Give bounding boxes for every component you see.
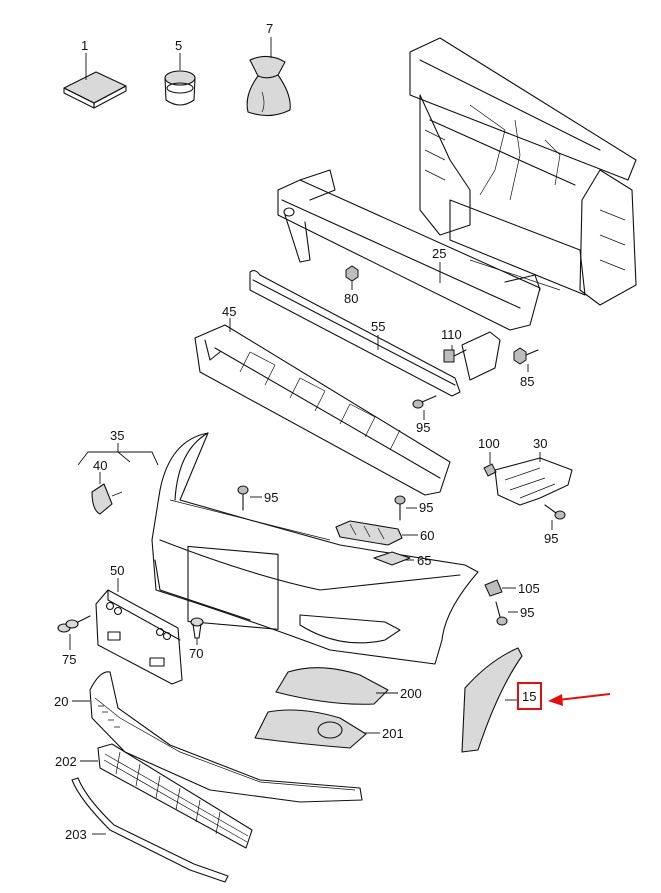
part-95-screw-b <box>237 485 262 511</box>
callout-201: 201 <box>382 726 404 741</box>
callout-1: 1 <box>81 38 88 53</box>
part-95-screw-e <box>495 601 518 626</box>
bumper-cover <box>151 432 479 665</box>
callout-5: 5 <box>175 38 182 53</box>
callout-25: 25 <box>432 246 446 261</box>
part-55-strip <box>249 270 461 397</box>
part-105-clip <box>484 579 516 597</box>
part-1-pad <box>63 53 127 109</box>
callout-202: 202 <box>55 754 77 769</box>
part-85-bolt <box>513 347 539 372</box>
part-7-bag <box>246 37 291 117</box>
part-5-cap <box>164 53 196 106</box>
part-45-absorber <box>194 318 451 496</box>
callout-80: 80 <box>344 291 358 306</box>
callout-75: 75 <box>62 652 76 667</box>
callout-110: 110 <box>441 327 462 342</box>
part-95-screw-c <box>394 495 417 521</box>
callout-65: 65 <box>417 553 431 568</box>
part-95-screw-a <box>412 395 437 420</box>
part-20-spoiler <box>72 671 363 803</box>
part-25-impact-bar <box>277 169 541 331</box>
callout-203: 203 <box>65 827 87 842</box>
callout-100: 100 <box>478 436 500 451</box>
bracket-upper <box>461 331 501 381</box>
callout-15: 15 <box>522 689 536 704</box>
part-30-side-guide <box>494 452 573 506</box>
highlight-box-15 <box>517 682 542 710</box>
callout-40: 40 <box>93 458 107 473</box>
part-110-bolt <box>443 345 467 363</box>
front-end-carrier <box>409 37 637 306</box>
part-100-clip <box>483 452 497 477</box>
callout-70: 70 <box>189 646 203 661</box>
part-60-bracket <box>335 520 418 546</box>
part-70-clip <box>190 617 204 645</box>
part-202-grille <box>80 743 253 849</box>
part-75-clip <box>57 615 91 650</box>
part-15-arch-trim <box>461 647 523 753</box>
callout-105: 105 <box>518 581 540 596</box>
callout-95-c: 95 <box>419 500 433 515</box>
callout-95-d: 95 <box>544 531 558 546</box>
callout-60: 60 <box>420 528 434 543</box>
part-201-fog-cover <box>254 709 380 749</box>
part-203-trim-strip <box>71 777 229 883</box>
callout-20: 20 <box>54 694 68 709</box>
callout-45: 45 <box>222 304 236 319</box>
callout-95-b: 95 <box>264 490 278 505</box>
callout-95-a: 95 <box>416 420 430 435</box>
part-95-screw-d <box>544 504 566 530</box>
callout-50: 50 <box>110 563 124 578</box>
callout-95-e: 95 <box>520 605 534 620</box>
callout-200: 200 <box>400 686 422 701</box>
callout-30: 30 <box>533 436 547 451</box>
callout-35: 35 <box>110 428 124 443</box>
part-200-cover <box>275 667 398 705</box>
part-50-plate-bracket <box>95 578 183 685</box>
part-80-nut <box>345 265 359 290</box>
part-40-tow-cover <box>91 472 123 515</box>
part-35-bracket <box>77 443 159 466</box>
callout-85: 85 <box>520 374 534 389</box>
callout-7: 7 <box>266 21 273 36</box>
part-65-pad <box>373 551 414 566</box>
callout-55: 55 <box>371 319 385 334</box>
highlight-arrow <box>548 693 611 706</box>
